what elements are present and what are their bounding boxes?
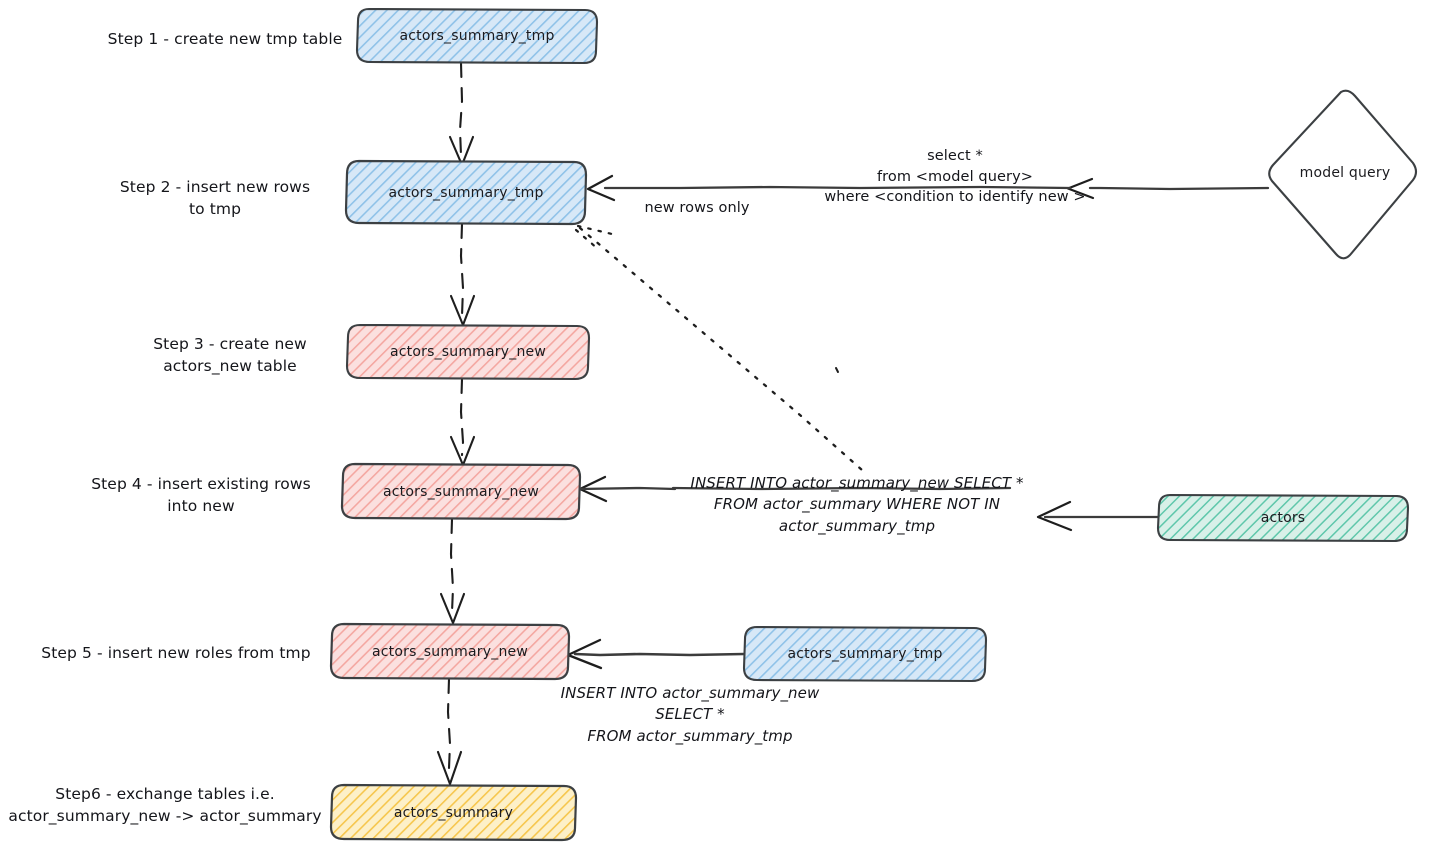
node-actors[interactable]	[1156, 493, 1410, 543]
edge-label-insert-new-roles-sql: INSERT INTO actor_summary_new SELECT * F…	[560, 684, 820, 745]
step-label-5: Step 5 - insert new roles from tmp	[41, 644, 311, 662]
node-new3[interactable]	[345, 323, 591, 381]
node-tmp2[interactable]	[344, 159, 588, 226]
edge-new5-to-summary6	[436, 677, 463, 786]
step-label-6: Step6 - exchange tables i.e. actor_summa…	[8, 785, 322, 826]
edge-tmp2-dotted-to-insert-note	[574, 224, 864, 472]
node-new5[interactable]	[329, 622, 571, 681]
edge-label-insert-existing-sql: INSERT INTO actor_summary_new SELECT * F…	[690, 474, 1024, 535]
step-label-2: Step 2 - insert new rows to tmp	[119, 178, 311, 219]
edge-label-model-query-sql: select * from <model query> where <condi…	[824, 148, 1086, 206]
node-tmp5[interactable]	[742, 625, 988, 683]
edge-actors-to-new4	[578, 475, 1160, 532]
edge-tmp2-to-new3	[449, 222, 476, 327]
edge-new4-to-new5	[439, 517, 466, 625]
edge-tmp5-to-new5	[566, 638, 746, 670]
edge-new3-to-new4	[449, 377, 476, 467]
edge-tmp1-to-tmp2	[448, 61, 475, 167]
node-model-query[interactable]	[1268, 89, 1418, 260]
node-tmp1[interactable]	[355, 7, 599, 65]
edge-modelquery-to-tmp2	[586, 174, 1270, 202]
step-label-4: Step 4 - insert existing rows into new	[91, 475, 311, 516]
step-label-1: Step 1 - create new tmp table	[107, 30, 343, 48]
node-summary6[interactable]	[329, 783, 578, 842]
node-new4[interactable]	[340, 462, 582, 521]
edge-label-new-rows-only: new rows only	[644, 200, 750, 216]
step-label-3: Step 3 - create new actors_new table	[153, 335, 307, 376]
